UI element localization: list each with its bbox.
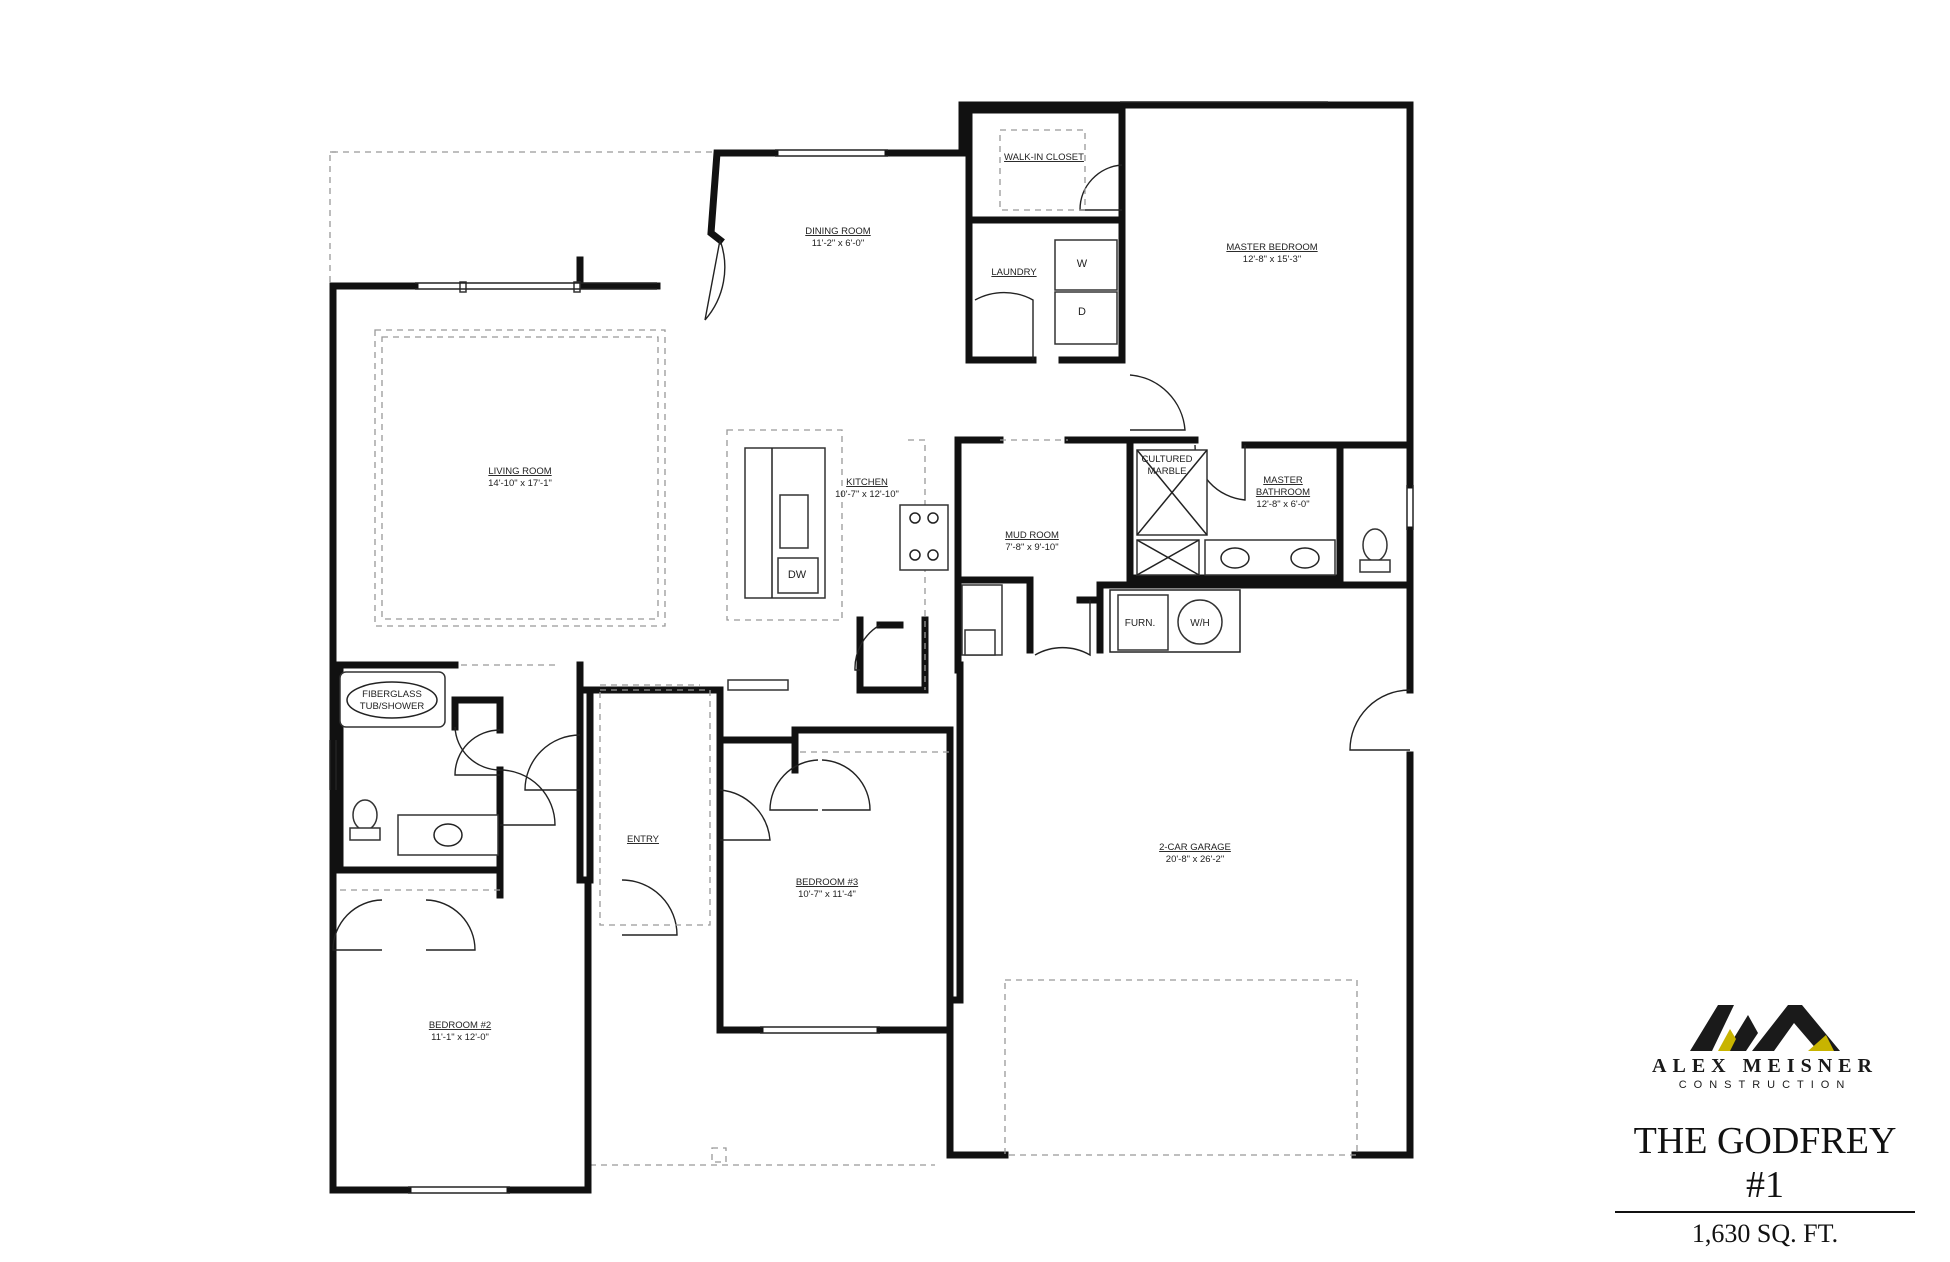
bedroom-2-dims: 11'-1" x 12'-0" [431, 1032, 489, 1043]
furnace [1117, 594, 1169, 651]
water-heater-label: W/H [1190, 618, 1209, 629]
porch-outlines [329, 151, 935, 1166]
alex-meisner-logo [1690, 1005, 1840, 1051]
windows [329, 101, 1414, 1194]
living-room-dims: 14'-10" x 17'-1" [488, 478, 552, 489]
company-subtitle: CONSTRUCTION [1678, 1079, 1852, 1091]
mud-room-label: MUD ROOM [1005, 530, 1059, 541]
living-room-label: LIVING ROOM [488, 466, 551, 477]
mud-room-dims: 7'-8" x 9'-10" [1005, 542, 1058, 553]
kitchen-label: KITCHEN [846, 477, 888, 488]
garage-label: 2-CAR GARAGE [1159, 842, 1231, 853]
bedroom-3-dims: 10'-7" x 11'-4" [798, 889, 856, 900]
master-bath-label-2: BATHROOM [1256, 487, 1310, 498]
garage-dims: 20'-8" x 26'-2" [1166, 854, 1224, 865]
kitchen-dims: 10'-7" x 12'-10" [835, 489, 899, 500]
shower-label-1: CULTURED [1141, 454, 1192, 465]
dishwasher-label: DW [788, 569, 807, 581]
laundry-label: LAUNDRY [991, 267, 1037, 278]
plan-area: 1,630 SQ. FT. [1691, 1219, 1839, 1248]
water-heater [1177, 599, 1223, 645]
dining-room-dims: 11'-2" x 6'-0" [812, 238, 864, 249]
master-bedroom-label: MASTER BEDROOM [1226, 242, 1317, 253]
master-bath-label-1: MASTER [1263, 475, 1303, 486]
dryer [1054, 291, 1118, 345]
master-bath-dims: 12'-8" x 6'-0" [1256, 499, 1309, 510]
walls [329, 101, 1414, 1194]
interior-dashes [340, 129, 1358, 1156]
furnace-label: FURN. [1125, 618, 1156, 629]
dining-room-label: DINING ROOM [805, 226, 871, 237]
dishwasher [777, 557, 819, 594]
tub-label-1: FIBERGLASS [362, 689, 422, 700]
plan-name: THE GODFREY #1 [1615, 1119, 1915, 1213]
bedroom-3-label: BEDROOM #3 [796, 877, 858, 888]
dryer-label: D [1078, 306, 1086, 318]
brand-block: ALEX MEISNER CONSTRUCTION THE GODFREY #1… [1615, 1005, 1915, 1249]
bedroom-2-label: BEDROOM #2 [429, 1020, 491, 1031]
entry-label: ENTRY [627, 834, 660, 845]
fixtures [339, 239, 1391, 856]
washer [1054, 239, 1118, 291]
doors [332, 164, 1411, 951]
tub-label-2: TUB/SHOWER [360, 701, 425, 712]
company-name: ALEX MEISNER [1652, 1055, 1878, 1077]
fixture-labels: W D DW FURN. W/H CULTURED MARBLE FIBERGL… [360, 258, 1210, 712]
room-labels: DINING ROOM 11'-2" x 6'-0" LIVING ROOM 1… [429, 152, 1318, 1043]
shower-label-2: MARBLE [1147, 466, 1186, 477]
washer-label: W [1077, 258, 1088, 270]
master-bedroom-dims: 12'-8" x 15'-3" [1243, 254, 1301, 265]
walk-in-closet-label: WALK-IN CLOSET [1004, 152, 1084, 163]
